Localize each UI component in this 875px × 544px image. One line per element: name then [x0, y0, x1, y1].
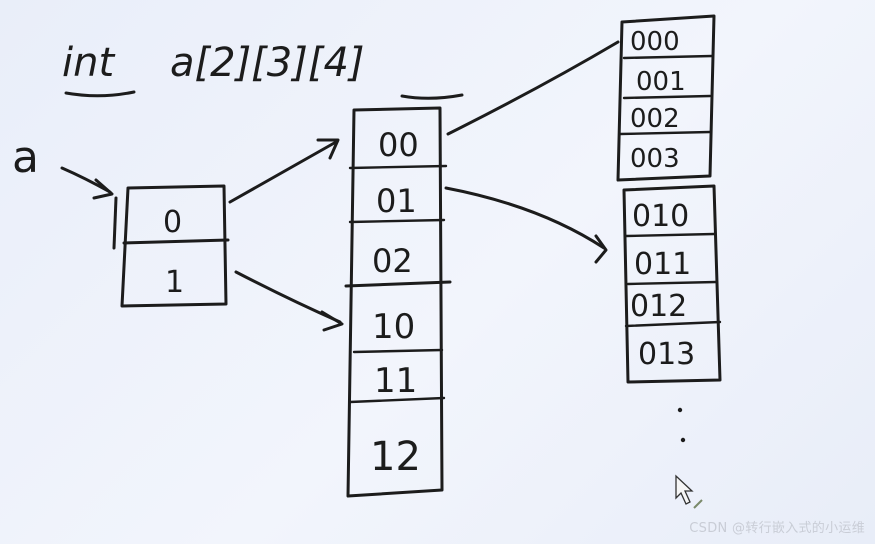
level3-cell-001: 001 [636, 67, 686, 97]
ellipsis-dot-2 [680, 437, 686, 443]
level3-cell-003: 003 [630, 144, 680, 174]
level2-array: 00 01 02 10 11 12 [344, 106, 452, 498]
level2-divider-5 [348, 396, 446, 404]
level2-cell-02: 02 [372, 242, 413, 280]
level3-group-a: 000 001 002 003 [616, 14, 716, 182]
level3a-divider-3 [618, 130, 712, 136]
level3-cell-013: 013 [638, 337, 695, 372]
pen-tip-icon [693, 499, 703, 509]
level2-cell-01: 01 [376, 182, 417, 220]
arrow-0-head [316, 138, 340, 160]
pen-cursor-icon [675, 474, 694, 505]
level1-array: 0 1 [112, 184, 230, 308]
line-00-to-000 [446, 40, 620, 136]
level3b-border [622, 184, 722, 384]
level2-border [346, 106, 444, 498]
title-keyword: int [62, 40, 115, 86]
level1-divider [122, 238, 230, 245]
level3-cell-010: 010 [632, 199, 689, 234]
arrow-1-head [320, 310, 344, 332]
level3-group-b: 010 011 012 013 [622, 184, 722, 384]
title-underline-4 [400, 93, 464, 100]
level3a-divider-2 [622, 94, 712, 100]
level2-divider-4 [352, 348, 444, 354]
level1-left-mark [112, 196, 118, 250]
level3b-divider-2 [626, 280, 718, 286]
level2-cell-11: 11 [374, 361, 417, 401]
level3b-divider-1 [624, 232, 716, 238]
watermark: CSDN @转行嵌入式的小运维 [689, 521, 865, 536]
level3a-divider-1 [622, 54, 714, 60]
level3b-divider-3 [624, 320, 722, 328]
level2-cell-00: 00 [378, 126, 419, 164]
level3-cell-012: 012 [630, 289, 687, 324]
level1-border [120, 184, 228, 308]
arrow-01-to-010 [444, 186, 606, 250]
level2-divider-2 [348, 218, 446, 224]
level2-divider-1 [348, 164, 448, 170]
title-expression: a[2][3][4] [170, 40, 365, 86]
level1-cell-0: 0 [163, 205, 182, 240]
level2-divider-3 [344, 280, 452, 288]
declaration-title: int a[2][3][4] [62, 40, 464, 100]
level3-cell-000: 000 [630, 27, 680, 57]
level3-cell-002: 002 [630, 104, 680, 134]
level2-cell-10: 10 [372, 307, 415, 347]
level1-cell-1: 1 [165, 265, 184, 300]
arrow-01-head [594, 234, 608, 264]
arrow-0-to-00 [228, 140, 338, 204]
level3a-border [616, 14, 716, 182]
pointer-label: a [12, 132, 39, 183]
ellipsis-dot-1 [677, 407, 683, 413]
pointer-arrow-head [92, 178, 114, 200]
level2-cell-12: 12 [370, 434, 421, 480]
title-underline-int [64, 90, 136, 98]
level3-cell-011: 011 [634, 247, 691, 282]
pointer-arrow-shaft [60, 166, 112, 194]
